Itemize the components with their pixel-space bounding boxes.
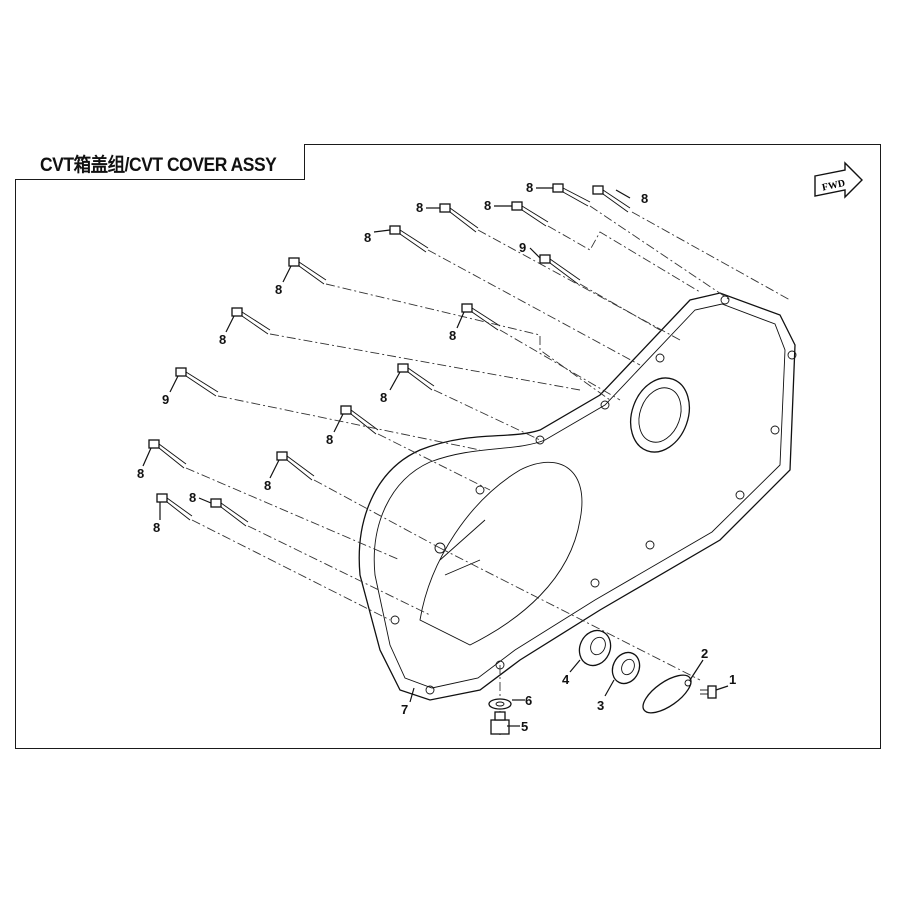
seal-icon (611, 651, 641, 685)
callout-label: 8 (526, 180, 533, 195)
plate-icon (642, 674, 692, 714)
callout-label: 2 (701, 646, 708, 661)
bolt-icon (592, 185, 631, 213)
bolt-icon (539, 254, 581, 285)
callout-label: 8 (137, 466, 144, 481)
callout-label: 9 (519, 240, 526, 255)
small-parts (488, 629, 717, 735)
bearing-icon (578, 629, 612, 667)
callout-label: 8 (380, 390, 387, 405)
bolt-icon (231, 307, 271, 335)
callout-label: 8 (364, 230, 371, 245)
bolt-icon (397, 363, 435, 391)
bolt-icon (552, 183, 591, 207)
bolt-icon (511, 201, 549, 227)
plug-bolt-icon (490, 711, 510, 735)
callout-label: 4 (562, 672, 570, 687)
screw-icon (700, 685, 717, 699)
fwd-label: FWD (821, 178, 846, 194)
callout-label: 1 (729, 672, 736, 687)
bolt-icon (288, 257, 327, 285)
washer-icon (488, 698, 512, 710)
bolt-icon (148, 439, 187, 469)
callout-label: 8 (275, 282, 282, 297)
callout-label: 9 (162, 392, 169, 407)
callout-label: 8 (153, 520, 160, 535)
callout-label: 8 (449, 328, 456, 343)
callout-labels: 8 8 8 8 8 8 9 8 8 8 9 8 8 8 8 8 8 8 7 6 … (137, 180, 736, 734)
bolt-icon (439, 203, 479, 233)
callout-label: 8 (264, 478, 271, 493)
bolt-icon (175, 367, 219, 397)
callout-label: 8 (189, 490, 196, 505)
bolt-icon (210, 498, 249, 527)
callout-label: 8 (416, 200, 423, 215)
callout-label: 8 (641, 191, 648, 206)
diagram-title: CVT箱盖组/CVT COVER ASSY (40, 155, 277, 176)
cvt-cover (358, 292, 797, 701)
callout-label: 8 (484, 198, 491, 213)
drawing-frame (15, 144, 881, 749)
callout-label: 7 (401, 702, 408, 717)
bolt-icon (156, 493, 193, 521)
bolt-icon (276, 451, 315, 481)
bolt-icon (461, 303, 501, 331)
fwd-arrow-icon: FWD (814, 161, 863, 199)
bolt-icon (340, 405, 379, 435)
callout-label: 3 (597, 698, 604, 713)
title-box (15, 144, 305, 180)
leader-lines (142, 187, 729, 727)
callout-label: 8 (326, 432, 333, 447)
bolts (148, 183, 631, 527)
callout-label: 6 (525, 693, 532, 708)
callout-label: 8 (219, 332, 226, 347)
bolt-icon (389, 225, 429, 253)
callout-label: 5 (521, 719, 528, 734)
alignment-lines (185, 205, 791, 735)
